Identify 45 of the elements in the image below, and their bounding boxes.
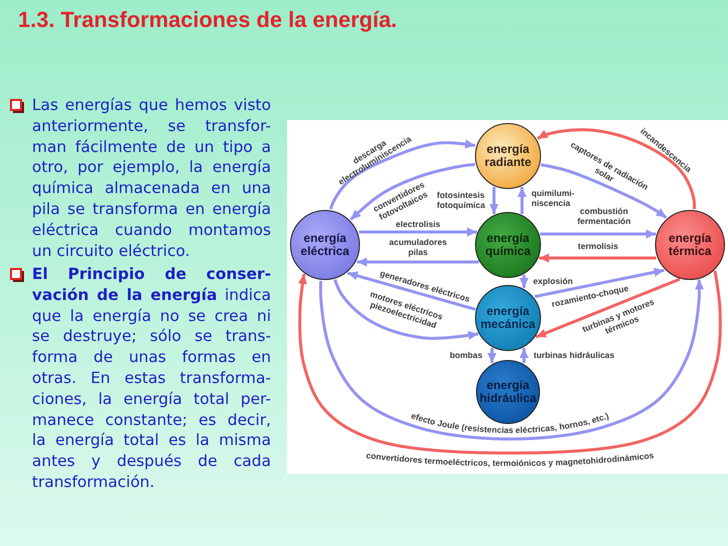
node-label: energía térmica	[668, 232, 712, 258]
arrow	[319, 279, 704, 440]
slide-title: 1.3. Transformaciones de la energía.	[18, 7, 398, 33]
arrow	[488, 348, 496, 363]
arrow	[540, 230, 656, 238]
energy-circle	[475, 212, 541, 278]
edge-label: convertidores termoeléctricos, termoiónicos y magnetohidrodinámicos	[366, 450, 654, 468]
arrow	[298, 270, 722, 454]
arrow	[518, 187, 526, 214]
arrow	[534, 268, 664, 298]
edge-label: acumuladores pilas	[389, 237, 447, 257]
arrow	[535, 278, 680, 338]
node-label: energía mecánica	[480, 305, 536, 331]
energy-circle	[655, 210, 725, 280]
body-text: Las energías que hemos visto anteriormente, se transfor- man fácilmente de un tipo a otro, por ejemplo, la energía química almacenada en una pila se transforma en energía eléctrica cuando montamos un circuito eléctrico.	[32, 95, 271, 262]
node-label: energía hidráulica	[479, 379, 537, 405]
edge-label: explosión	[533, 276, 573, 286]
arrow	[350, 162, 476, 221]
energy-circle	[475, 123, 541, 189]
body-text: El Principio de conser- vación de la energía indica que la energía no se crea ni se destruye; sólo se trans- forma de unas formas en otras. En estas transforma- ciones, la energía total per- manece constante; es decir, la energía total es la misma antes y después de cada transformación.	[32, 264, 271, 493]
node-label: energía radiante	[484, 143, 532, 169]
energy-circle	[476, 360, 540, 424]
energy-circle	[290, 210, 360, 280]
arrow	[520, 348, 528, 363]
edge-label: turbinas hidráulicas	[534, 350, 614, 360]
edge-label: termolisis	[578, 241, 618, 251]
arrow	[490, 187, 498, 214]
arrow	[359, 228, 478, 236]
edge-label: bombas	[450, 350, 482, 360]
arrow	[540, 163, 668, 219]
arrow	[347, 271, 476, 311]
edge-label: combustión fermentación	[577, 206, 631, 226]
arrow	[536, 128, 696, 210]
edge-label: efecto Joule (resistencias eléctricas, hornos, etc.)	[410, 410, 610, 435]
arrow	[520, 275, 528, 288]
arrow	[329, 140, 476, 210]
arrow	[334, 279, 479, 340]
edge-label: quimilumi- niscencia	[532, 188, 574, 208]
edge-label: fotosintesis fotoquímica	[436, 190, 486, 210]
arrow	[539, 254, 656, 262]
edge-label: electrolisis	[396, 219, 440, 229]
energy-circle	[475, 285, 541, 351]
node-label: energía química	[484, 232, 532, 258]
node-label: energía eléctrica	[300, 232, 350, 258]
arrow	[357, 258, 479, 266]
